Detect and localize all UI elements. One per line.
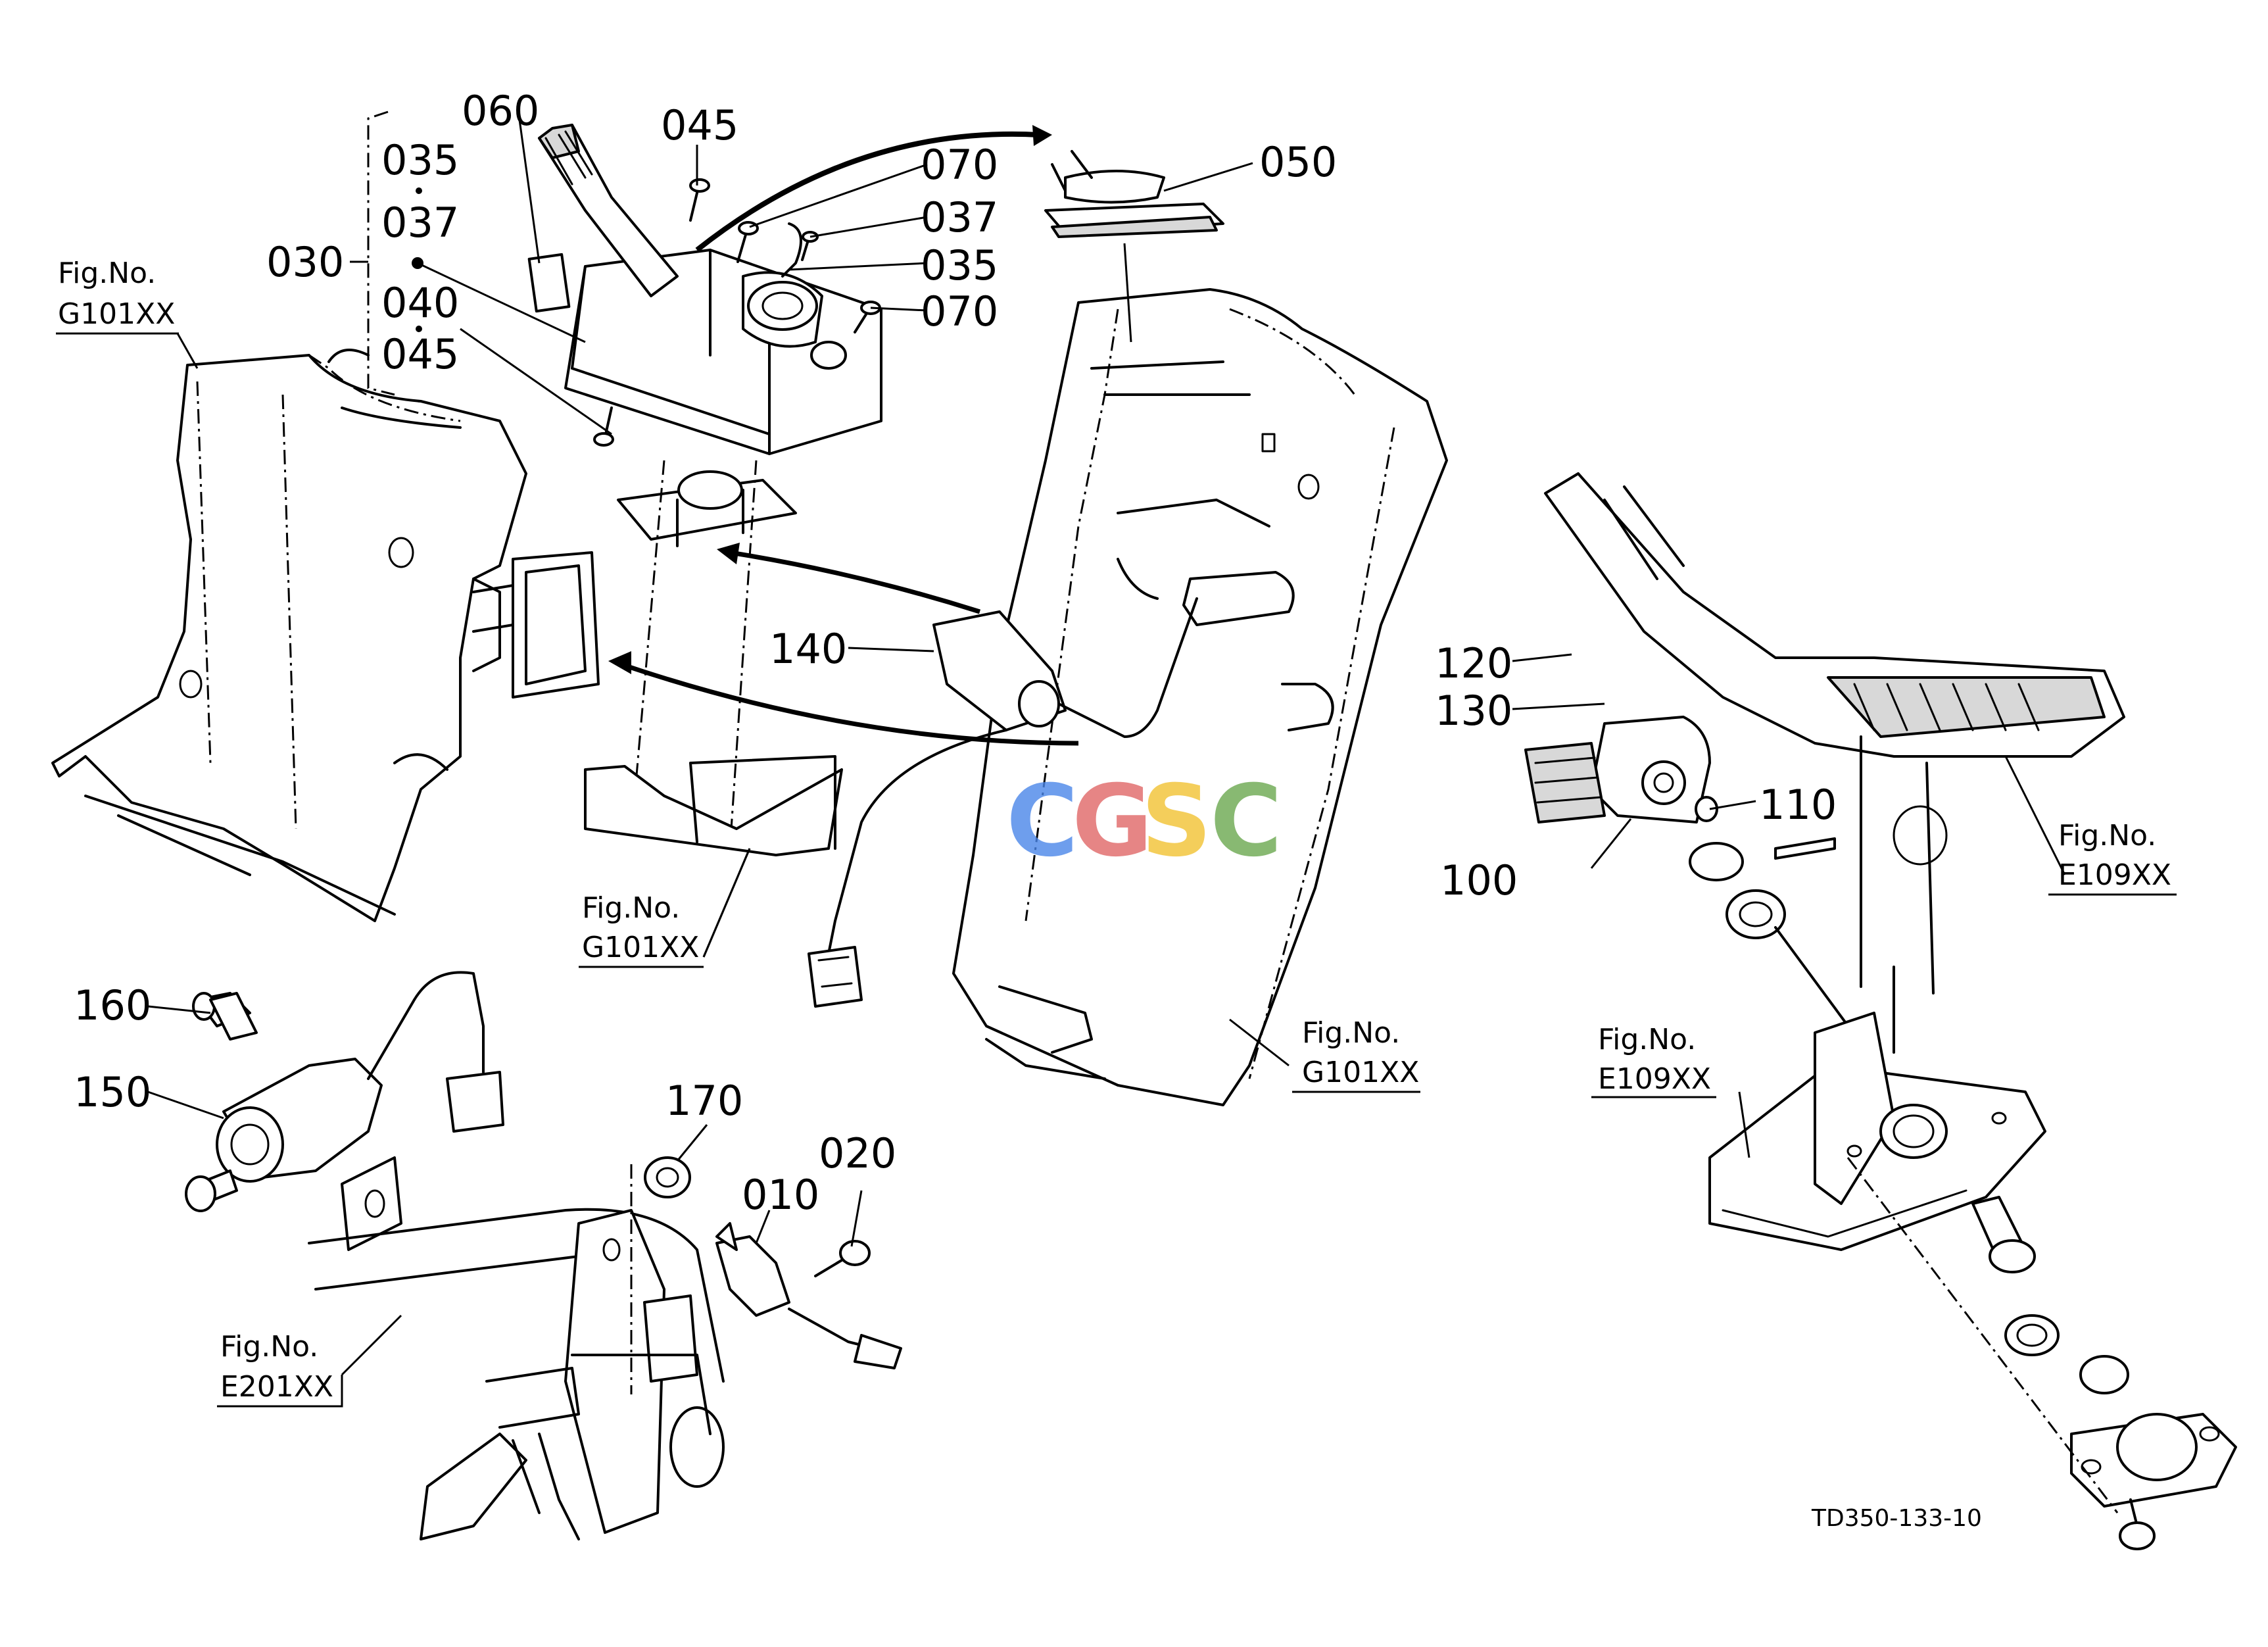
label-020: 020 [819, 1129, 896, 1177]
switch-140 [808, 597, 1198, 1008]
label-050: 050 [1259, 138, 1337, 186]
fig-ref-g101xx-left: Fig.No. G101XX [56, 257, 179, 335]
part-number-labels: 060 045 035 037 030 040 045 070 037 035 … [74, 87, 1837, 1219]
fig-ref-caption: Fig.No. [1302, 1016, 1400, 1050]
fig-ref-caption: Fig.No. [1598, 1023, 1696, 1056]
combination-switch-assembly [527, 124, 882, 547]
label-100: 100 [1440, 856, 1518, 904]
group-dot-1 [416, 187, 422, 194]
label-070-bottom: 070 [921, 287, 998, 335]
drawing-code: TD350-133-10 [1811, 1505, 1982, 1532]
fig-ref-e109xx-right: Fig.No. E109XX [2048, 819, 2177, 896]
label-160: 160 [74, 981, 151, 1029]
group-dot-main [412, 257, 423, 269]
leader-lines [147, 119, 2066, 1376]
watermark-letter-4: C [1210, 764, 1282, 879]
switch-150-assembly [185, 971, 504, 1212]
label-040: 040 [381, 279, 459, 327]
label-110: 110 [1759, 781, 1837, 829]
bolt-020 [814, 1240, 871, 1277]
label-130: 130 [1435, 687, 1512, 735]
accelerator-pedal-assembly [1524, 472, 2125, 1054]
label-045-group: 045 [381, 330, 459, 378]
fig-ref-code: G101XX [1302, 1056, 1419, 1089]
label-070-top: 070 [921, 141, 998, 189]
label-170: 170 [665, 1077, 743, 1125]
nut-170 [644, 1156, 691, 1198]
label-035-group: 035 [381, 136, 459, 184]
group-030-bracket [350, 111, 423, 396]
steering-boot [1044, 150, 1224, 238]
figure-reference-labels: Fig.No. G101XX Fig.No. G101XX Fig.No. G1… [56, 257, 2177, 1408]
fig-ref-caption: Fig.No. [582, 891, 680, 925]
bolt-160 [209, 992, 258, 1041]
pedal-shaft-bracket [308, 1156, 725, 1540]
label-037-right: 037 [921, 193, 998, 241]
watermark-letter-3: S [1141, 764, 1212, 879]
label-120: 120 [1435, 639, 1512, 687]
right-column-panel [952, 288, 1448, 1106]
watermark: C G S C [1006, 764, 1282, 879]
label-060: 060 [462, 87, 539, 135]
fig-ref-g101xx-right: Fig.No. G101XX [1292, 1016, 1420, 1093]
fig-ref-e201xx: Fig.No. E201XX [217, 1330, 343, 1408]
left-cover-panel [51, 349, 527, 922]
lower-shaft-parts [1846, 1157, 2237, 1550]
fig-ref-code: G101XX [582, 931, 699, 964]
switch-010 [715, 1222, 902, 1369]
fig-ref-e109xx-bottom: Fig.No. E109XX [1591, 1023, 1716, 1098]
fig-ref-code: E201XX [220, 1370, 333, 1404]
pedal-bracket-base [1708, 1012, 2046, 1251]
fig-ref-g101xx-center: Fig.No. G101XX [579, 848, 751, 968]
label-140: 140 [769, 625, 847, 673]
watermark-letter-1: C [1006, 764, 1078, 879]
label-150: 150 [74, 1068, 151, 1116]
fig-ref-code: G101XX [58, 297, 175, 331]
fig-ref-caption: Fig.No. [2058, 819, 2156, 852]
label-037-group: 037 [381, 199, 459, 247]
assembly-arrows [608, 125, 1079, 746]
group-dot-2 [416, 326, 422, 332]
fig-ref-caption: Fig.No. [58, 257, 156, 290]
label-045-top: 045 [661, 101, 738, 149]
label-030: 030 [266, 238, 344, 286]
column-cover [472, 460, 843, 856]
watermark-letter-2: G [1072, 764, 1153, 879]
label-035-right: 035 [921, 241, 998, 289]
label-010: 010 [742, 1171, 819, 1219]
fig-ref-caption: Fig.No. [220, 1330, 318, 1364]
fig-ref-code: E109XX [2058, 858, 2171, 892]
fig-ref-code: E109XX [1598, 1062, 1711, 1096]
